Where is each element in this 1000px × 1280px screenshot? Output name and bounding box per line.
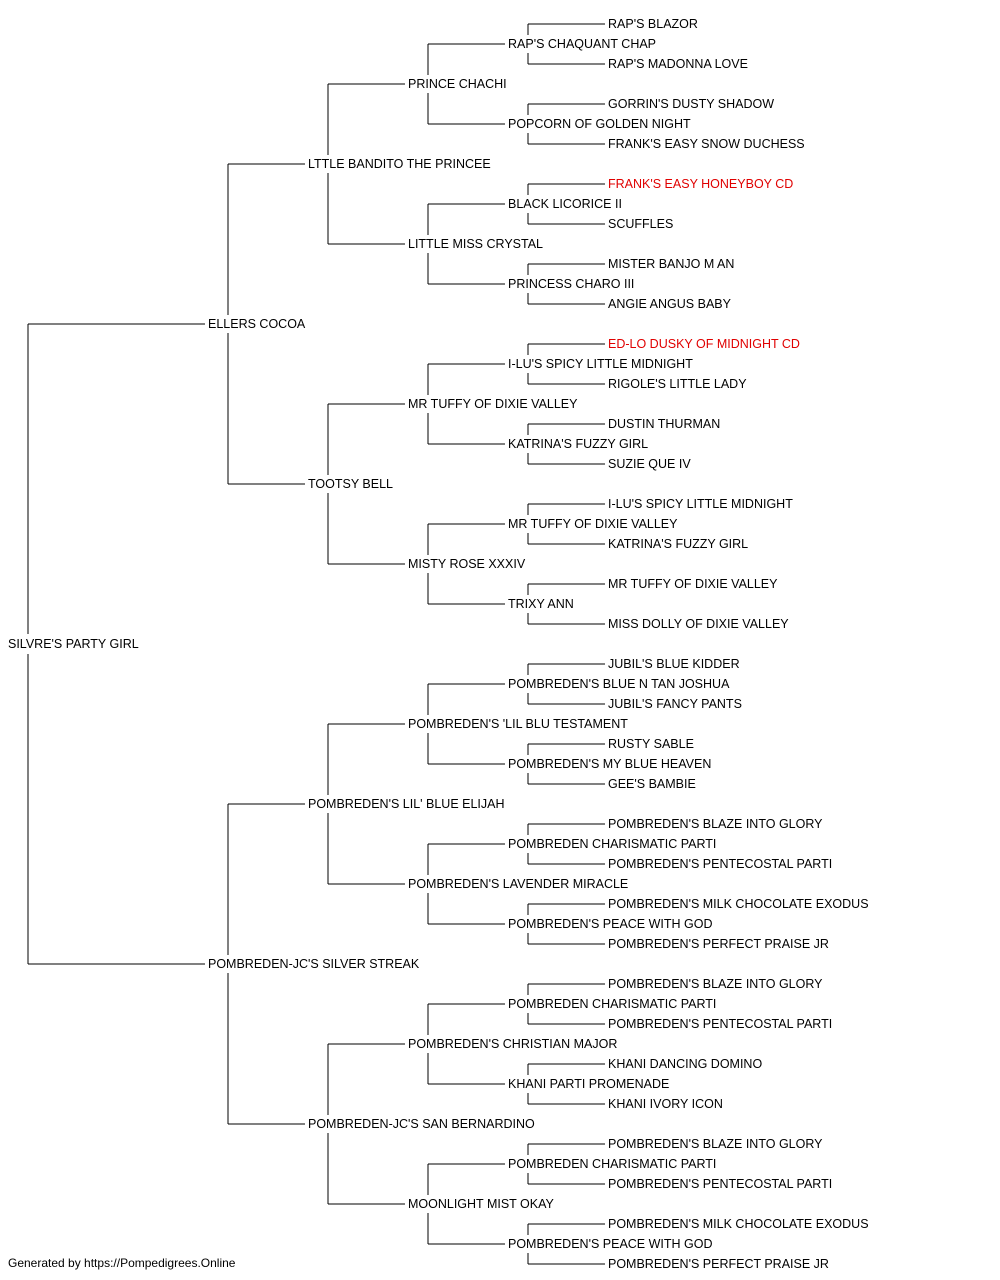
pedigree-name: JUBIL'S BLUE KIDDER xyxy=(608,657,740,671)
pedigree-name: POMBREDEN'S 'LIL BLU TESTAMENT xyxy=(408,717,628,731)
pedigree-name: POMBREDEN'S PEACE WITH GOD xyxy=(508,1237,713,1251)
pedigree-name: PRINCESS CHARO III xyxy=(508,277,634,291)
pedigree-name: POPCORN OF GOLDEN NIGHT xyxy=(508,117,691,131)
pedigree-name: SILVRE'S PARTY GIRL xyxy=(8,637,139,651)
pedigree-name: MISTER BANJO M AN xyxy=(608,257,734,271)
pedigree-name: POMBREDEN-JC'S SILVER STREAK xyxy=(208,957,420,971)
pedigree-name: FRANK'S EASY HONEYBOY CD xyxy=(608,177,793,191)
pedigree-name: BLACK LICORICE II xyxy=(508,197,622,211)
pedigree-name: POMBREDEN'S BLUE N TAN JOSHUA xyxy=(508,677,730,691)
pedigree-name: POMBREDEN'S LAVENDER MIRACLE xyxy=(408,877,628,891)
pedigree-name: POMBREDEN'S MY BLUE HEAVEN xyxy=(508,757,711,771)
pedigree-name: MR TUFFY OF DIXIE VALLEY xyxy=(608,577,778,591)
pedigree-name: SUZIE QUE IV xyxy=(608,457,691,471)
pedigree-name: MR TUFFY OF DIXIE VALLEY xyxy=(508,517,678,531)
pedigree-name: GORRIN'S DUSTY SHADOW xyxy=(608,97,774,111)
pedigree-name: POMBREDEN'S PEACE WITH GOD xyxy=(508,917,713,931)
pedigree-name: POMBREDEN'S MILK CHOCOLATE EXODUS xyxy=(608,897,869,911)
pedigree-name: KATRINA'S FUZZY GIRL xyxy=(508,437,648,451)
pedigree-name: POMBREDEN CHARISMATIC PARTI xyxy=(508,997,716,1011)
footer-credit: Generated by https://Pompedigrees.Online xyxy=(8,1256,236,1270)
pedigree-name: KHANI DANCING DOMINO xyxy=(608,1057,762,1071)
pedigree-name: POMBREDEN'S PENTECOSTAL PARTI xyxy=(608,1177,832,1191)
pedigree-name: ED-LO DUSKY OF MIDNIGHT CD xyxy=(608,337,800,351)
pedigree-name: POMBREDEN'S PENTECOSTAL PARTI xyxy=(608,1017,832,1031)
pedigree-name: I-LU'S SPICY LITTLE MIDNIGHT xyxy=(508,357,693,371)
pedigree-name: SCUFFLES xyxy=(608,217,673,231)
pedigree-name: RAP'S CHAQUANT CHAP xyxy=(508,37,656,51)
pedigree-name: POMBREDEN'S MILK CHOCOLATE EXODUS xyxy=(608,1217,869,1231)
pedigree-name: MISS DOLLY OF DIXIE VALLEY xyxy=(608,617,789,631)
pedigree-name: RIGOLE'S LITTLE LADY xyxy=(608,377,747,391)
pedigree-name: MOONLIGHT MIST OKAY xyxy=(408,1197,555,1211)
pedigree-name: ELLERS COCOA xyxy=(208,317,306,331)
pedigree-name: KHANI IVORY ICON xyxy=(608,1097,723,1111)
pedigree-name: POMBREDEN CHARISMATIC PARTI xyxy=(508,1157,716,1171)
pedigree-name: POMBREDEN-JC'S SAN BERNARDINO xyxy=(308,1117,535,1131)
pedigree-name: RAP'S BLAZOR xyxy=(608,17,698,31)
pedigree-name: JUBIL'S FANCY PANTS xyxy=(608,697,742,711)
pedigree-name: POMBREDEN'S BLAZE INTO GLORY xyxy=(608,977,823,991)
pedigree-name: POMBREDEN'S BLAZE INTO GLORY xyxy=(608,1137,823,1151)
pedigree-name: LTTLE BANDITO THE PRINCEE xyxy=(308,157,491,171)
pedigree-name: GEE'S BAMBIE xyxy=(608,777,696,791)
pedigree-name: KHANI PARTI PROMENADE xyxy=(508,1077,669,1091)
pedigree-name: POMBREDEN'S BLAZE INTO GLORY xyxy=(608,817,823,831)
pedigree-name: TRIXY ANN xyxy=(508,597,574,611)
pedigree-name: POMBREDEN CHARISMATIC PARTI xyxy=(508,837,716,851)
pedigree-name: POMBREDEN'S PERFECT PRAISE JR xyxy=(608,1257,829,1271)
pedigree-name: MR TUFFY OF DIXIE VALLEY xyxy=(408,397,578,411)
pedigree-name: KATRINA'S FUZZY GIRL xyxy=(608,537,748,551)
pedigree-name: FRANK'S EASY SNOW DUCHESS xyxy=(608,137,805,151)
pedigree-name: DUSTIN THURMAN xyxy=(608,417,720,431)
pedigree-name: POMBREDEN'S CHRISTIAN MAJOR xyxy=(408,1037,617,1051)
pedigree-name: RAP'S MADONNA LOVE xyxy=(608,57,748,71)
pedigree-name: MISTY ROSE XXXIV xyxy=(408,557,526,571)
pedigree-name: PRINCE CHACHI xyxy=(408,77,507,91)
pedigree-name: POMBREDEN'S PERFECT PRAISE JR xyxy=(608,937,829,951)
pedigree-name: POMBREDEN'S LIL' BLUE ELIJAH xyxy=(308,797,505,811)
pedigree-name: RUSTY SABLE xyxy=(608,737,694,751)
pedigree-name: TOOTSY BELL xyxy=(308,477,393,491)
pedigree-name: POMBREDEN'S PENTECOSTAL PARTI xyxy=(608,857,832,871)
pedigree-name: ANGIE ANGUS BABY xyxy=(608,297,732,311)
pedigree-name: I-LU'S SPICY LITTLE MIDNIGHT xyxy=(608,497,793,511)
pedigree-name: LITTLE MISS CRYSTAL xyxy=(408,237,543,251)
